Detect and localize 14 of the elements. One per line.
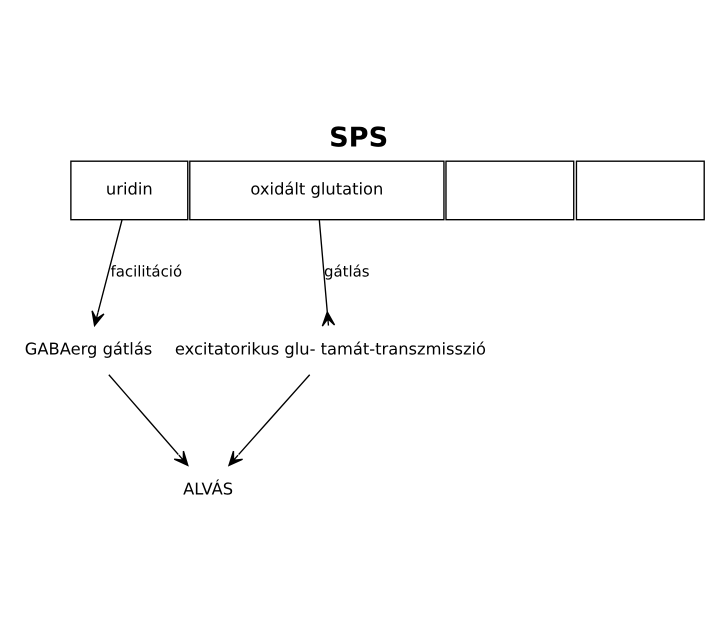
arrow bbox=[228, 374, 310, 466]
arrow bbox=[108, 374, 188, 466]
edge-label: facilitáció bbox=[110, 262, 182, 280]
node-box bbox=[576, 160, 705, 220]
connector bbox=[318, 219, 336, 326]
edge-label: gátlás bbox=[324, 262, 370, 280]
node-box: uridin bbox=[70, 160, 188, 220]
diagram-title: SPS bbox=[329, 122, 388, 153]
node-box: oxidált glutation bbox=[189, 160, 445, 220]
node-text: excitatorikus glu- tamát-transzmisszió bbox=[174, 338, 486, 358]
node-box bbox=[445, 160, 574, 220]
arrow bbox=[91, 219, 123, 326]
node-text: GABAerg gátlás bbox=[24, 338, 152, 358]
node-text: ALVÁS bbox=[183, 478, 234, 498]
